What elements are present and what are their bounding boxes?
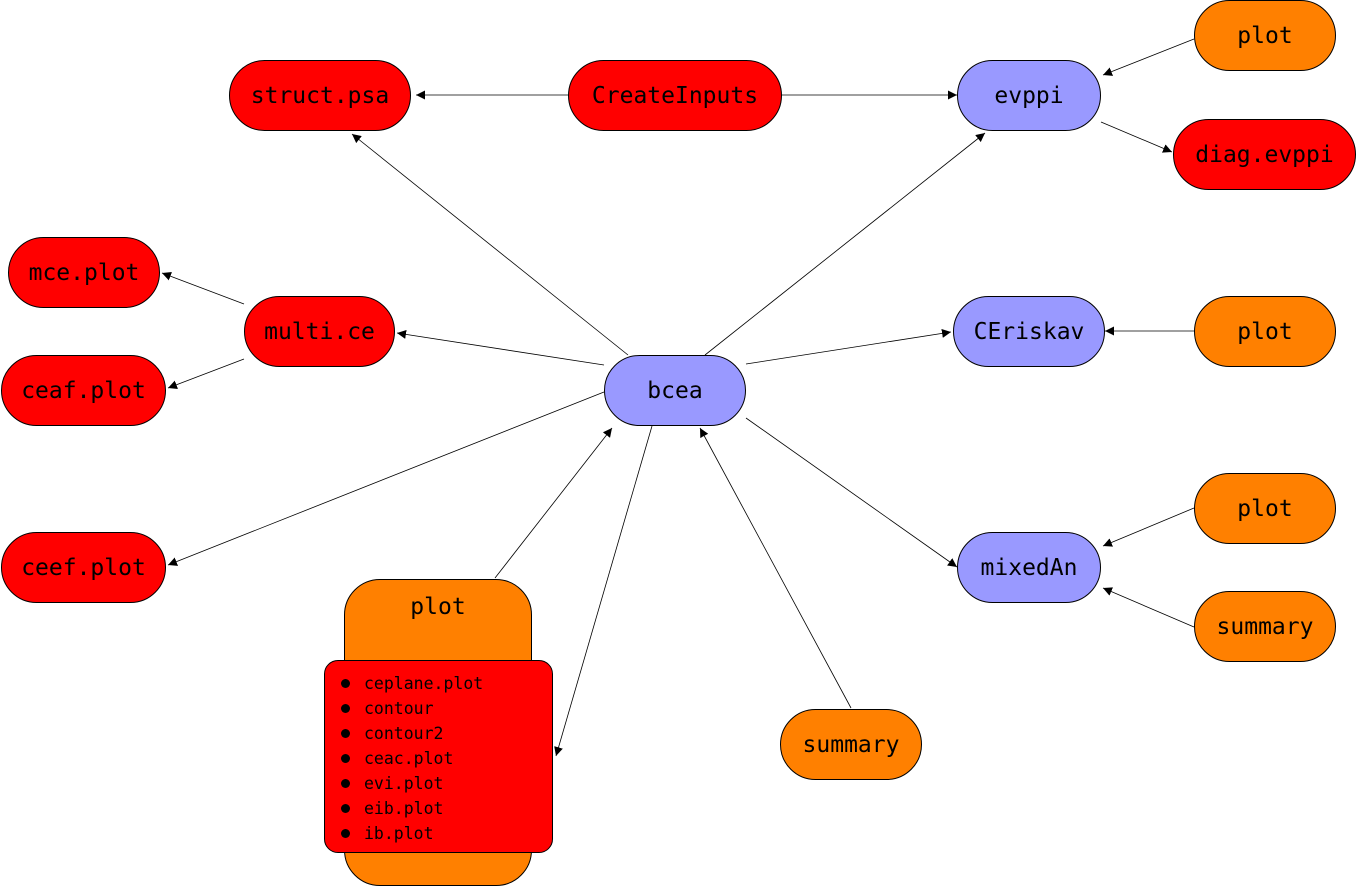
node-evppi: evppi — [957, 60, 1101, 131]
list-item-label: ceac.plot — [364, 748, 454, 768]
edge-plot-mixedan — [1102, 507, 1195, 547]
list-item: ib.plot — [341, 821, 552, 846]
list-item: ceac.plot — [341, 746, 552, 771]
edge-bcea-mixedan — [745, 417, 958, 568]
node-create-inputs: CreateInputs — [568, 60, 782, 131]
list-item: contour2 — [341, 721, 552, 746]
list-item: eib.plot — [341, 796, 552, 821]
list-item-label: contour2 — [364, 723, 444, 743]
list-item-label: eib.plot — [364, 798, 444, 818]
list-item-label: ib.plot — [364, 823, 434, 843]
node-ceaf-plot: ceaf.plot — [1, 355, 166, 426]
node-struct-psa: struct.psa — [229, 60, 411, 131]
node-mce-plot: mce.plot — [8, 237, 160, 308]
edge-plot-bcea — [494, 427, 613, 579]
list-item-label: contour — [364, 698, 434, 718]
node-evppi-plot: plot — [1194, 0, 1336, 71]
node-ceef-plot: ceef.plot — [1, 532, 166, 603]
edge-bcea-plotlist — [554, 425, 653, 757]
node-mixedan-summary: summary — [1194, 591, 1336, 662]
list-item: evi.plot — [341, 771, 552, 796]
edge-bcea-multice — [396, 329, 605, 366]
node-bcea: bcea — [604, 355, 746, 426]
edge-bcea-evppi — [704, 132, 986, 356]
edge-multice-mceplot — [161, 271, 245, 305]
bullet-icon — [341, 679, 350, 688]
plot-functions-list: ceplane.plot contour contour2 ceac.plot … — [324, 660, 553, 853]
bullet-icon — [341, 704, 350, 713]
node-bcea-summary: summary — [780, 709, 922, 780]
list-item: ceplane.plot — [341, 671, 552, 696]
node-mixedan-plot: plot — [1194, 473, 1336, 544]
node-ceriskav-plot: plot — [1194, 296, 1336, 367]
edge-bcea-structpsa — [351, 133, 629, 356]
bullet-icon — [341, 729, 350, 738]
node-mixedan: mixedAn — [957, 532, 1101, 603]
bullet-icon — [341, 829, 350, 838]
edge-plot-evppi — [1102, 38, 1195, 76]
bullet-icon — [341, 754, 350, 763]
list-item-label: evi.plot — [364, 773, 444, 793]
bullet-icon — [341, 779, 350, 788]
bullet-icon — [341, 804, 350, 813]
edge-evppi-diagevppi — [1100, 121, 1173, 153]
node-ceriskav: CEriskav — [953, 296, 1105, 367]
list-item-label: ceplane.plot — [364, 673, 484, 693]
edge-summary-bcea — [699, 427, 852, 709]
node-diag-evppi: diag.evppi — [1173, 119, 1356, 190]
edge-bcea-ceefplot — [167, 391, 605, 566]
edge-summary-mixedan — [1102, 587, 1195, 628]
edge-multice-ceafplot — [167, 358, 245, 389]
node-bcea-plot-label: plot — [410, 594, 466, 620]
node-multi-ce: multi.ce — [244, 296, 395, 367]
list-item: contour — [341, 696, 552, 721]
edge-bcea-ceriskav — [745, 328, 952, 365]
